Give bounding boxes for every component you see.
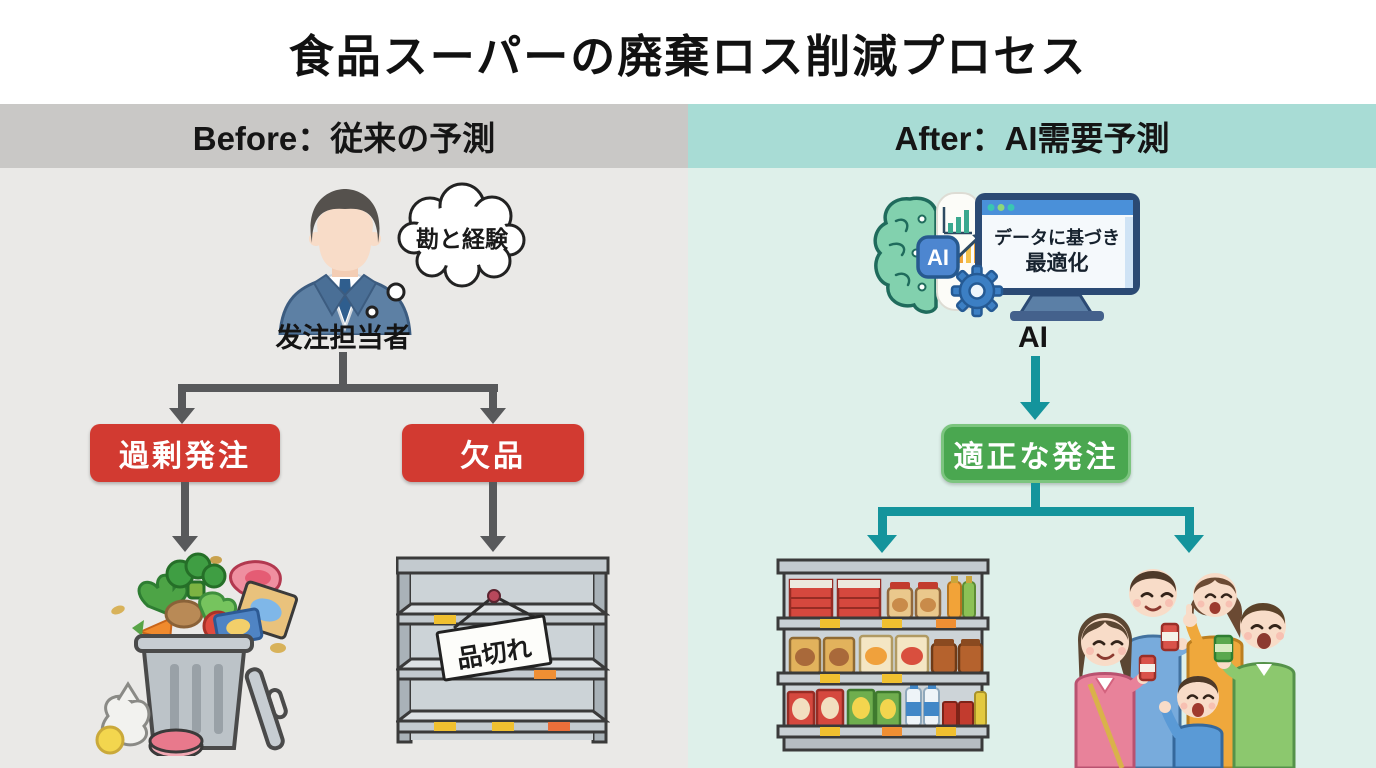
arrow-down-to-order-box <box>1020 402 1050 420</box>
connector-drop-customers <box>1185 507 1194 537</box>
arrow-down-to-stockout <box>480 408 506 424</box>
stocked-shelf-illustration <box>776 558 990 752</box>
connector-order-branch-stem <box>1031 483 1040 511</box>
screen-text-line1: データに基づき <box>994 228 1120 248</box>
ai-chip-icon <box>916 235 960 279</box>
connector-overorder-result <box>181 482 189 538</box>
connector-branch-before <box>178 384 498 392</box>
connector-drop-shelf <box>878 507 887 537</box>
gear-icon <box>950 264 1004 318</box>
connector-drop-left <box>178 384 186 410</box>
arrow-down-to-trash <box>172 536 198 552</box>
monitor-screen-text: データに基づき 最適化 <box>987 227 1127 278</box>
stockout-box: 欠品 <box>402 424 584 482</box>
happy-customers-illustration <box>1074 569 1296 768</box>
proper-order-box: 適正な発注 <box>941 424 1131 483</box>
thought-cloud <box>365 182 526 319</box>
arrow-down-to-overorder <box>169 408 195 424</box>
after-header: After：AI需要予測 <box>688 104 1376 168</box>
arrow-down-to-customers <box>1174 535 1204 553</box>
arrow-down-to-empty-shelf <box>480 536 506 552</box>
overorder-box: 過剰発注 <box>90 424 280 482</box>
connector-branch-after <box>878 507 1194 516</box>
screen-text-line2: 最適化 <box>1025 252 1089 276</box>
thought-bubble-text: 勘と経験 <box>416 226 508 252</box>
overstock-trash-can-illustration <box>95 552 298 756</box>
arrow-down-to-stocked-shelf <box>867 535 897 553</box>
ai-chip-label: AI <box>927 245 949 270</box>
before-header: Before：従来の予測 <box>0 104 688 168</box>
connector-ai-to-order <box>1031 356 1040 404</box>
connector-stem-before <box>339 352 347 390</box>
connector-stockout-result <box>489 482 497 538</box>
before-actor-label: 发注担当者 <box>275 323 411 353</box>
ai-brain-chip-monitor-illustration <box>873 192 1140 321</box>
growth-chart-icon <box>958 253 963 263</box>
page-title: 食品スーパーの廃棄ロス削減プロセス <box>288 31 1088 82</box>
after-actor-label: AI <box>1018 321 1048 354</box>
connector-drop-right <box>489 384 497 410</box>
order-manager-person-illustration <box>278 189 412 335</box>
empty-shelf-illustration <box>396 556 610 744</box>
